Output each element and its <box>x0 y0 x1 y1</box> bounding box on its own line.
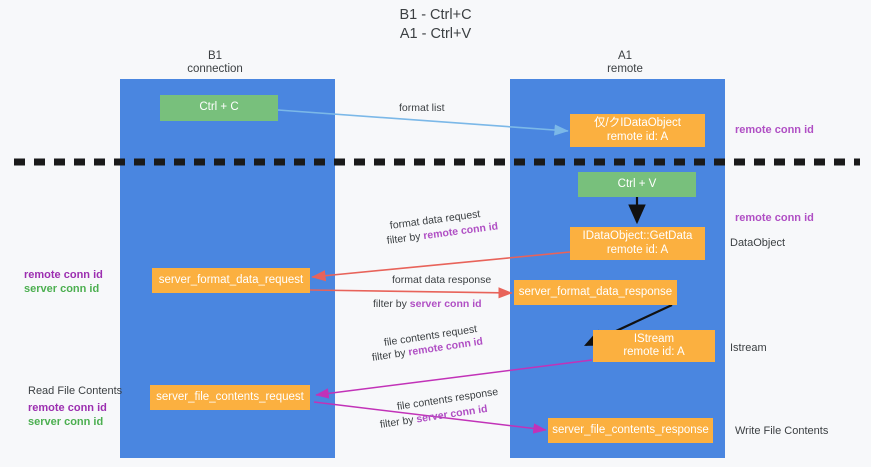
column-header-a1-name: A1 <box>617 50 633 62</box>
box-server-file-contents-request-label: server_file_contents_request <box>156 390 304 403</box>
label-right-remote-conn-id-top: remote conn id <box>735 124 814 136</box>
column-header-a1: A1 remote <box>565 50 685 76</box>
box-server-file-contents-response-label: server_file_contents_response <box>552 423 709 436</box>
box-server-file-contents-response[interactable]: server_file_contents_response <box>548 418 713 443</box>
label-left-server-conn-id-mid: server conn id <box>24 283 100 295</box>
column-header-a1-subtitle: remote <box>607 63 643 75</box>
box-istream[interactable]: IStream remote id: A <box>593 330 715 362</box>
column-header-b1: B1 connection <box>155 50 275 76</box>
box-server-format-data-request-label: server_format_data_request <box>158 273 304 286</box>
filter-key: server conn id <box>409 298 482 310</box>
box-ctrl-v[interactable]: Ctrl + V <box>578 172 696 197</box>
label-right-write-file-contents: Write File Contents <box>735 425 829 437</box>
filter-prefix: filter by <box>386 230 425 247</box>
box-server-format-data-response-label: server_format_data_response <box>518 285 673 298</box>
box-ctrl-c[interactable]: Ctrl + C <box>160 95 278 121</box>
box-server-format-data-request[interactable]: server_format_data_request <box>152 268 310 293</box>
label-left-read-file-contents: Read File Contents <box>28 385 123 397</box>
box-idataobject-top-line-1: 仅/クIDataObject <box>594 117 681 129</box>
label-left-remote-conn-id-bottom: remote conn id <box>28 402 107 414</box>
box-idataobject-top[interactable]: 仅/クIDataObject remote id: A <box>570 114 705 147</box>
label-arrow-format-data-response: format data response <box>392 274 492 286</box>
label-left-server-conn-id-bottom: server conn id <box>28 416 104 428</box>
box-getdata-line-2: remote id: A <box>606 243 669 256</box>
box-ctrl-c-label: Ctrl + C <box>199 101 239 114</box>
filter-prefix: filter by <box>371 346 410 364</box>
box-server-file-contents-request[interactable]: server_file_contents_request <box>150 385 310 410</box>
arrow-format-data-response <box>309 287 513 299</box>
title-line-1: B1 - Ctrl+C <box>399 7 472 23</box>
label-arrow-format-data-response-filter: filter by server conn id <box>373 297 482 311</box>
box-istream-line-2: remote id: A <box>623 346 685 358</box>
label-arrow-format-list: format list <box>399 102 445 114</box>
column-header-b1-name: B1 <box>207 50 223 62</box>
title-line-2: A1 - Ctrl+V <box>399 26 472 42</box>
box-server-format-data-response[interactable]: server_format_data_response <box>514 280 677 305</box>
label-left-remote-conn-id-mid: remote conn id <box>24 269 103 281</box>
filter-prefix: filter by <box>379 413 418 431</box>
box-ctrl-v-label: Ctrl + V <box>617 177 657 190</box>
box-istream-line-1: IStream <box>633 332 675 345</box>
box-idataobject-getdata[interactable]: IDataObject::GetData remote id: A <box>570 227 705 260</box>
label-right-istream: Istream <box>730 342 767 354</box>
label-right-dataobject: DataObject <box>730 237 786 249</box>
box-getdata-line-1: IDataObject::GetData <box>582 230 693 242</box>
label-right-remote-conn-id-mid: remote conn id <box>735 212 814 224</box>
filter-prefix: filter by <box>373 298 410 310</box>
column-header-b1-subtitle: connection <box>187 63 243 75</box>
diagram-title: B1 - Ctrl+C A1 - Ctrl+V <box>0 6 871 44</box>
box-idataobject-top-line-2: remote id: A <box>606 130 669 143</box>
